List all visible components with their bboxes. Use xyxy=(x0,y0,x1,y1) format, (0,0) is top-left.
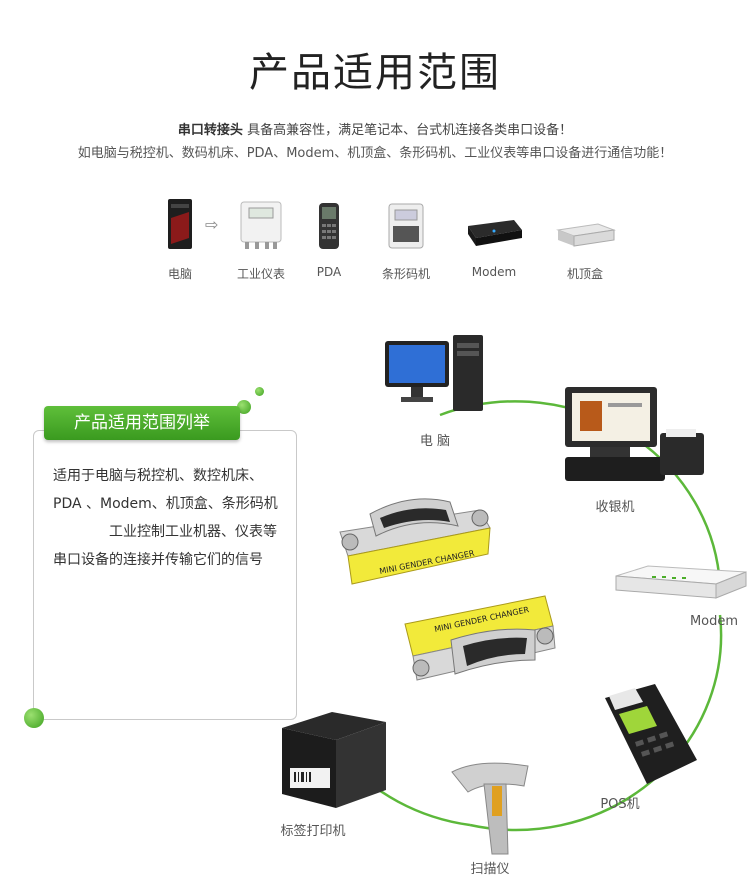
barcode-scanner-icon xyxy=(451,762,529,855)
intro-line-1: 串口转接头 具备高兼容性，满足笔记本、台式机连接各类串口设备！ xyxy=(0,119,750,138)
barcode-printer-icon xyxy=(388,203,424,249)
gender-changer-adapter-1: MINI GENDER CHANGER xyxy=(339,498,491,585)
arrow-right-icon: ⇨ xyxy=(205,215,219,234)
device-label: 机顶盒 xyxy=(566,267,603,281)
device-set-top-box: 机顶盒 xyxy=(540,195,630,282)
node-label-modem: Modem xyxy=(689,614,739,629)
application-paragraph-1: 适用于电脑与税控机、数控机床、PDA 、Modem、机顶盒、条形码机 xyxy=(53,468,278,512)
device-barcode-printer: 条形码机 xyxy=(361,195,451,282)
device-modem: Modem xyxy=(449,195,539,279)
gender-changer-adapter-2: MINI GENDER CHANGER xyxy=(404,595,556,681)
device-meter: 工业仪表 xyxy=(216,195,306,282)
label-printer-icon xyxy=(282,712,386,808)
node-label-label-printer: 标签打印机 xyxy=(280,824,346,839)
device-label: 工业仪表 xyxy=(236,267,285,281)
cash-register-icon xyxy=(565,387,704,481)
device-label: Modem xyxy=(471,265,517,279)
industrial-meter-icon xyxy=(240,201,282,249)
device-pc: 电脑 xyxy=(135,195,225,282)
intro-product-name: 串口转接头 xyxy=(177,123,243,138)
pda-icon xyxy=(319,203,339,249)
intro-line-2: 如电脑与税控机、数码机床、PDA、Modem、机顶盒、条形码机、工业仪表等串口设… xyxy=(77,146,673,161)
node-label-scanner: 扫描仪 xyxy=(470,862,510,877)
device-label: 条形码机 xyxy=(381,267,430,281)
application-paragraph-2: 工业控制工业机器、仪表等串口设备的连接并传输它们的信号 xyxy=(53,524,277,568)
device-label: PDA xyxy=(316,265,342,279)
decor-dot xyxy=(255,387,264,396)
device-pda: PDA xyxy=(284,195,374,279)
pc-tower-icon xyxy=(168,199,192,249)
node-label-cash-register: 收银机 xyxy=(595,500,635,515)
decor-dot xyxy=(237,400,251,414)
node-label-pos: POS机 xyxy=(600,797,640,812)
page-title: 产品适用范围 xyxy=(249,50,501,96)
modem-icon xyxy=(468,220,522,246)
router-modem-icon xyxy=(615,565,747,599)
set-top-box-icon xyxy=(556,223,616,247)
device-label: 电脑 xyxy=(167,267,192,281)
intro-description: 具备高兼容性，满足笔记本、台式机连接各类串口设备！ xyxy=(247,123,573,138)
decor-dot xyxy=(24,708,44,728)
application-list-panel xyxy=(33,430,297,720)
application-list-text: 适用于电脑与税控机、数控机床、PDA 、Modem、机顶盒、条形码机 工业控制工… xyxy=(53,462,281,574)
node-label-computer: 电 脑 xyxy=(419,434,451,449)
application-list-heading: 产品适用范围列举 xyxy=(44,406,240,440)
device-row: 电脑 ⇨ 工业仪表 PDA xyxy=(0,195,750,290)
desktop-computer-icon xyxy=(385,335,483,411)
pos-terminal-icon xyxy=(605,684,697,784)
